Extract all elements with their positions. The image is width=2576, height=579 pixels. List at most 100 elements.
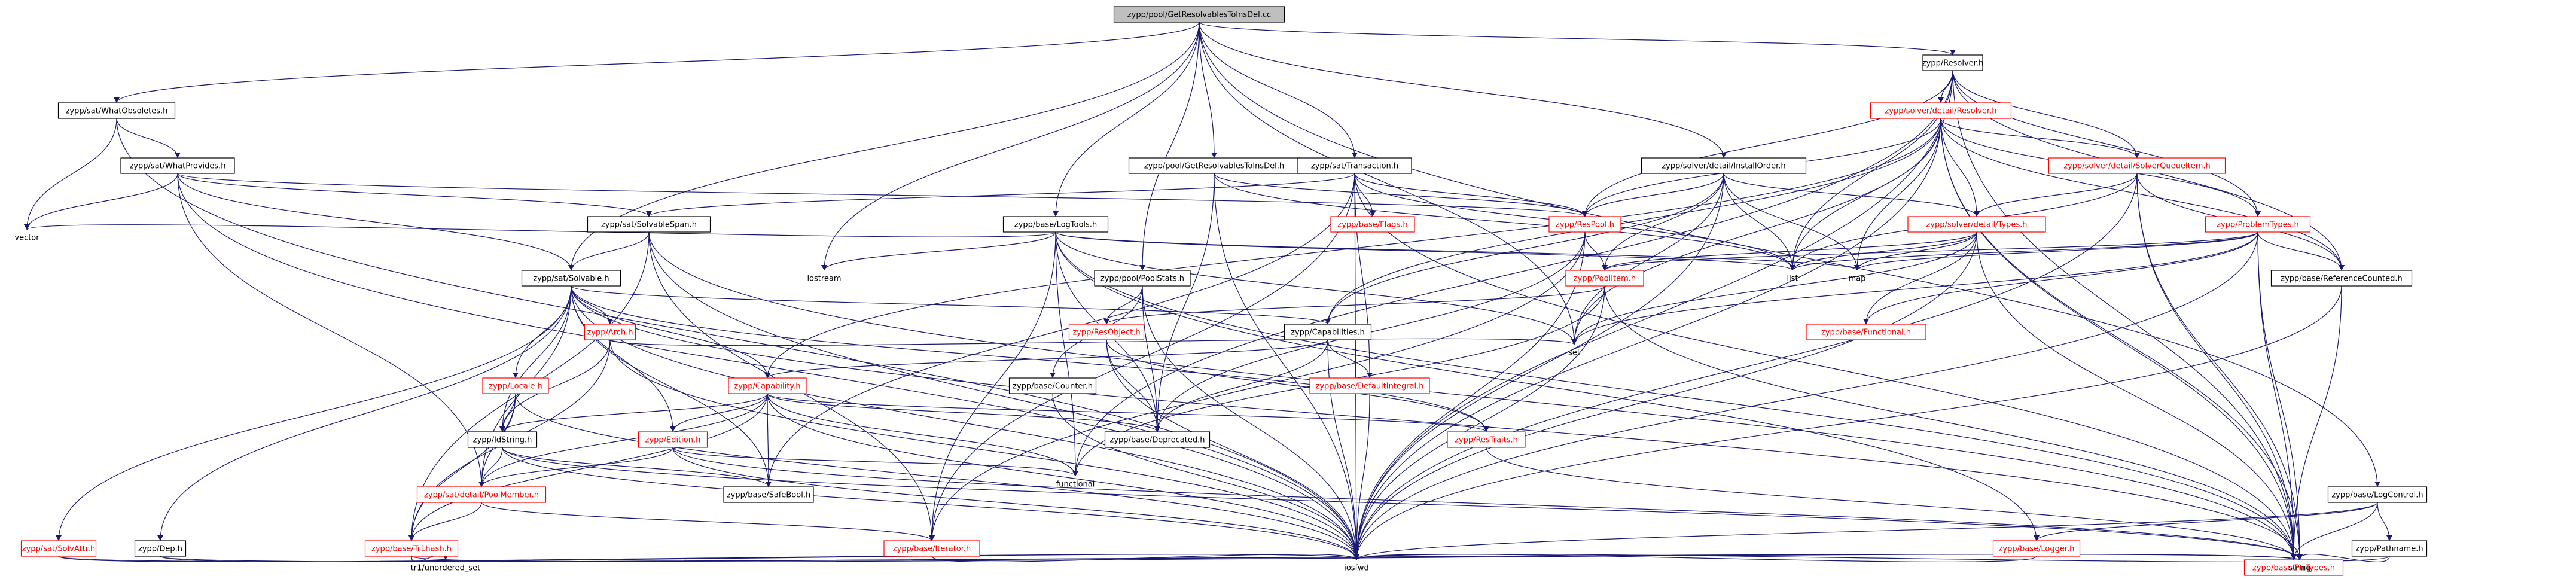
graph-node-functional_h[interactable]: zypp/base/Functional.h (1806, 324, 1926, 340)
node-label: zypp/Resolver.h (1922, 59, 1983, 68)
include-edge-logcontrol-to-ptrtypes (2293, 502, 2378, 560)
edge-arrowhead (1483, 426, 1489, 432)
node-box (1002, 216, 1109, 233)
graph-node-solvable[interactable]: zypp/sat/Solvable.h (521, 270, 621, 287)
edge-arrowhead (1938, 97, 1944, 103)
include-edge-capabilities-to-defaultintegral (1327, 339, 1370, 379)
edge-arrowhead (56, 535, 62, 541)
node-box (1806, 324, 1926, 340)
include-edge-defaultintegral-to-iosfwd (1356, 393, 1370, 560)
node-box (1907, 216, 2046, 233)
include-edge-root-to-logtools (1055, 22, 1200, 217)
include-edge-capability-to-edition (672, 393, 768, 432)
include-edge-logtools-to-iterator (931, 231, 1056, 541)
include-edge-solvertypes-to-map (1856, 231, 1977, 271)
graph-node-root[interactable]: zypp/pool/GetResolvablesToInsDel.cc (1113, 6, 1285, 23)
include-edge-solvable-to-idstring (502, 285, 572, 432)
graph-node-dep[interactable]: zypp/Dep.h (134, 540, 187, 557)
include-edge-root-to-transaction (1199, 22, 1355, 159)
include-edge-poolstats-to-resobject (1106, 285, 1143, 325)
node-box (1068, 324, 1145, 340)
graph-node-transaction[interactable]: zypp/sat/Transaction.h (1297, 157, 1412, 174)
graph-node-resolver_h[interactable]: zypp/Resolver.h (1922, 54, 1983, 71)
graph-node-solver_resolver[interactable]: zypp/solver/detail/Resolver.h (1870, 102, 2012, 119)
include-edge-installorder-to-set (1574, 173, 1724, 345)
graph-node-flags[interactable]: zypp/base/Flags.h (1330, 216, 1415, 233)
graph-node-capability[interactable]: zypp/Capability.h (728, 377, 807, 394)
node-label: zypp/base/Flags.h (1337, 221, 1407, 230)
graph-node-ptrtypes[interactable]: zypp/base/PtrTypes.h (2243, 559, 2344, 576)
graph-node-counter[interactable]: zypp/base/Counter.h (1008, 377, 1097, 394)
graph-node-iostream: iostream (807, 275, 841, 284)
graph-node-solverqueue[interactable]: zypp/solver/detail/SolverQueueItem.h (2048, 157, 2226, 174)
node-box (1113, 6, 1285, 23)
include-edge-installorder-to-pooitem (1604, 173, 1724, 271)
include-edge-solvable-to-capability (571, 285, 768, 379)
node-box (416, 486, 547, 503)
graph-node-respool[interactable]: zypp/ResPool.h (1548, 216, 1621, 233)
node-box (20, 540, 97, 557)
graph-node-deprecated[interactable]: zypp/base/Deprecated.h (1104, 431, 1211, 448)
include-edge-solvable-to-string (571, 285, 2300, 560)
graph-node-logger[interactable]: zypp/base/Logger.h (1992, 540, 2081, 557)
graph-node-idstring[interactable]: zypp/IdString.h (467, 431, 538, 448)
graph-node-set: set (1568, 349, 1580, 358)
include-edge-edition-to-iosfwd (672, 447, 1357, 560)
node-label: zypp/pool/GetResolvablesToInsDel.cc (1127, 11, 1271, 20)
include-edge-transaction-to-defaultintegral (1354, 173, 1370, 379)
graph-node-poolmember[interactable]: zypp/sat/detail/PoolMember.h (416, 486, 547, 503)
graph-node-gettoinsdel_h[interactable]: zypp/pool/GetResolvablesToInsDel.h (1128, 157, 1300, 174)
include-edge-poolmember-to-tr1hash (411, 502, 482, 541)
node-box (1565, 270, 1644, 287)
include-edge-solver_resolver-to-iosfwd (1356, 118, 1941, 560)
graph-node-locale[interactable]: zypp/Locale.h (482, 377, 549, 394)
graph-node-restraits[interactable]: zypp/ResTraits.h (1447, 431, 1526, 448)
edge-arrowhead (2291, 554, 2297, 560)
include-edge-whatprovides-to-poolmember (177, 173, 482, 487)
graph-node-whatobsoletes[interactable]: zypp/sat/WhatObsoletes.h (57, 102, 176, 119)
graph-node-logtools[interactable]: zypp/base/LogTools.h (1002, 216, 1109, 233)
include-edge-problemtypes-to-functional_h (1865, 231, 2258, 325)
include-edge-solvable-to-capabilities (571, 285, 1328, 325)
graph-node-solvablespan[interactable]: zypp/sat/SolvableSpan.h (587, 216, 711, 233)
edge-arrowhead (157, 535, 163, 541)
include-edge-problemtypes-to-refcounted (2257, 231, 2342, 271)
graph-node-refcounted[interactable]: zypp/base/ReferenceCounted.h (2270, 270, 2413, 287)
node-label: zypp/solver/detail/InstallOrder.h (1662, 162, 1785, 171)
include-edge-gettoinsdel_h-to-respool (1214, 173, 1586, 217)
edge-arrowhead (1367, 373, 1373, 378)
graph-node-poolstats[interactable]: zypp/pool/PoolStats.h (1094, 270, 1191, 287)
graph-node-solvertypes[interactable]: zypp/solver/detail/Types.h (1907, 216, 2046, 233)
node-box (467, 431, 538, 448)
node-label: tr1/unordered_set (411, 564, 481, 573)
graph-node-iterator[interactable]: zypp/base/Iterator.h (883, 540, 980, 557)
node-box (587, 216, 711, 233)
graph-node-whatprovides[interactable]: zypp/sat/WhatProvides.h (120, 157, 235, 174)
graph-node-tr1hash[interactable]: zypp/base/Tr1hash.h (364, 540, 459, 557)
graph-node-defaultintegral[interactable]: zypp/base/DefaultIntegral.h (1309, 377, 1430, 394)
edge-arrowhead (408, 535, 414, 541)
graph-node-resobject[interactable]: zypp/ResObject.h (1068, 324, 1145, 340)
graph-node-pathname[interactable]: zypp/Pathname.h (2351, 540, 2428, 557)
edge-arrowhead (821, 265, 827, 270)
graph-node-pooitem[interactable]: zypp/PoolItem.h (1565, 270, 1644, 287)
graph-node-edition[interactable]: zypp/Edition.h (638, 431, 708, 448)
node-box (728, 377, 807, 394)
graph-node-logcontrol[interactable]: zypp/base/LogControl.h (2327, 486, 2428, 503)
graph-node-arch[interactable]: zypp/Arch.h (584, 324, 636, 340)
graph-node-map: map (1849, 275, 1866, 284)
include-edge-solver_resolver-to-refcounted (1940, 118, 2342, 271)
node-box (521, 270, 621, 287)
graph-node-safebool[interactable]: zypp/base/SafeBool.h (723, 486, 814, 503)
node-label: zypp/Edition.h (645, 436, 701, 445)
include-edge-capabilities-to-capability (767, 339, 1328, 379)
graph-node-problemtypes[interactable]: zypp/ProblemTypes.h (2205, 216, 2311, 233)
graph-node-capabilities[interactable]: zypp/Capabilities.h (1284, 324, 1372, 340)
node-box (1094, 270, 1191, 287)
include-edge-poolstats-to-iosfwd (1142, 285, 1357, 560)
graph-node-installorder[interactable]: zypp/solver/detail/InstallOrder.h (1641, 157, 1807, 174)
graph-node-solvattr[interactable]: zypp/sat/SolvAttr.h (20, 540, 97, 557)
node-label: zypp/solver/detail/Types.h (1926, 221, 2027, 230)
edge-arrowhead (478, 482, 484, 487)
node-label: zypp/base/SafeBool.h (727, 491, 810, 500)
